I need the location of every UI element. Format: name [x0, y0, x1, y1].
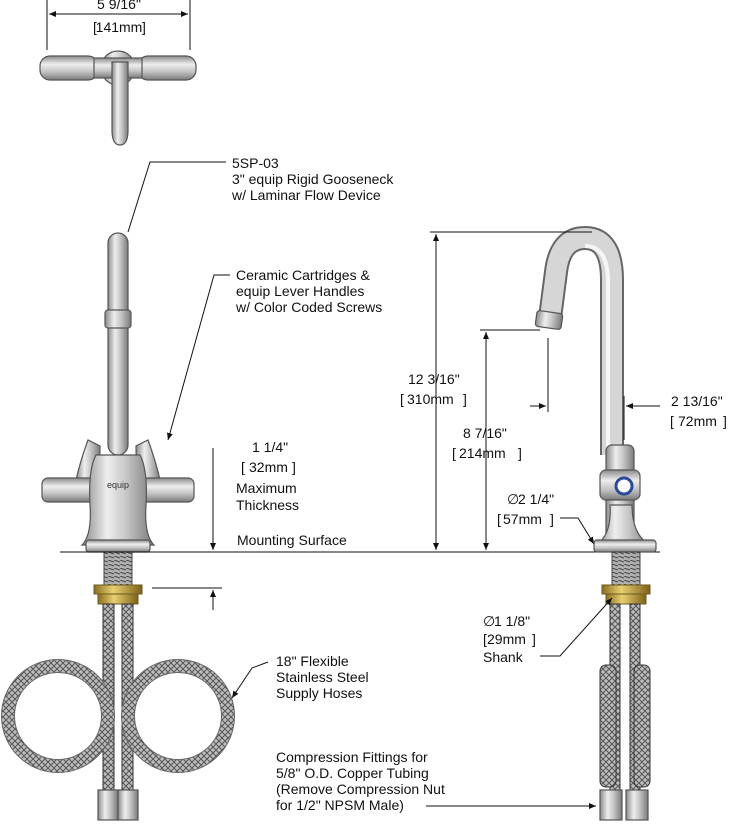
shank-dia-mm-label: 29mm — [487, 631, 526, 647]
thickness-bracket-left: [ — [241, 459, 245, 475]
top-spout — [111, 61, 129, 146]
right-hose-coil-b — [633, 664, 651, 788]
right-annotations: 12 3/16" [ ] 310mm 8 7/16" [ ] 214mm 2 1… — [276, 231, 727, 813]
reach-bracket-right: ] — [723, 413, 727, 429]
shank-dia-bracket-right: ] — [532, 631, 536, 647]
left-fitting-b — [117, 789, 139, 821]
height-in-label: 12 3/16" — [408, 371, 460, 387]
right-brass-washer — [601, 584, 651, 595]
right-gooseneck-highlight — [584, 244, 610, 455]
left-body-logo: equip — [107, 480, 129, 490]
cartridge-leader — [166, 274, 230, 441]
left-brass-washer — [93, 584, 143, 595]
right-color-screw — [614, 476, 634, 496]
fittings-line1-label: Compression Fittings for — [276, 749, 428, 765]
base-dia-symbol: ∅ — [507, 491, 519, 507]
base-dia-leader — [560, 517, 595, 545]
right-brass-nut — [605, 593, 647, 605]
left-faucet: equip — [1, 232, 235, 821]
top-width-mm: 141mm — [96, 19, 143, 35]
left-faucet-body — [80, 454, 156, 546]
base-dia-bracket-right: ] — [550, 511, 554, 527]
hose-line3-label: Supply Hoses — [276, 685, 362, 701]
hose-line1-label: 18" Flexible — [276, 653, 349, 669]
gooseneck-leader — [127, 161, 226, 233]
shank-dia-in-label: 1 1/8" — [494, 613, 530, 629]
thickness-bracket-right: ] — [292, 459, 296, 475]
gooseneck-line1-label: 3" equip Rigid Gooseneck — [232, 171, 394, 187]
right-aerator — [534, 310, 564, 330]
reach-bracket-left: [ — [670, 413, 674, 429]
gooseneck-line2-label: w/ Laminar Flow Device — [231, 187, 381, 203]
reach-mm-label: 72mm — [678, 413, 717, 429]
thickness-mm-label: 32mm — [249, 459, 288, 475]
fittings-line3-label: (Remove Compression Nut — [276, 781, 445, 797]
left-hose-loop-a — [2, 660, 114, 772]
spout-height-mm-label: 214mm — [459, 445, 506, 461]
thickness-line2-label: Thickness — [236, 497, 299, 513]
left-gooseneck-collar — [104, 309, 132, 329]
right-fitting-a — [599, 789, 623, 821]
left-brass-nut — [97, 593, 139, 605]
fittings-line4-label: for 1/2" NPSM Male) — [276, 797, 404, 813]
base-dia-mm-label: 57mm — [503, 511, 542, 527]
thickness-line1-label: Maximum — [236, 480, 297, 496]
fittings-line2-label: 5/8" O.D. Copper Tubing — [276, 765, 429, 781]
top-width-bracket-left: [ — [93, 19, 97, 35]
left-annotations: 5SP-03 3" equip Rigid Gooseneck w/ Lamin… — [127, 155, 394, 701]
right-gooseneck — [540, 227, 622, 455]
spout-height-bracket-left: [ — [452, 445, 456, 461]
top-width-bracket-right: ] — [142, 19, 146, 35]
right-hose-coil-a — [599, 664, 617, 788]
top-right-handle — [137, 55, 197, 81]
height-mm-label: 310mm — [407, 391, 454, 407]
reach-in-label: 2 13/16" — [671, 393, 723, 409]
right-body-taper — [593, 504, 653, 546]
top-width-in: 5 9/16" — [97, 0, 141, 12]
height-bracket-right: ] — [463, 391, 467, 407]
cartridge-line3-label: w/ Color Coded Screws — [235, 299, 382, 315]
shank-dia-bracket-left: [ — [483, 631, 487, 647]
right-fitting-b — [625, 789, 649, 821]
cartridge-line2-label: equip Lever Handles — [236, 283, 364, 299]
top-left-handle — [39, 55, 99, 81]
right-base-flange — [593, 539, 657, 553]
right-faucet — [534, 225, 657, 821]
gooseneck-model-label: 5SP-03 — [232, 155, 279, 171]
shank-label: Shank — [483, 649, 524, 665]
spout-height-bracket-right: ] — [518, 445, 522, 461]
hose-leader — [231, 661, 269, 699]
mounting-surface-label: Mounting Surface — [237, 532, 347, 548]
thickness-in-label: 1 1/4" — [252, 439, 288, 455]
left-gooseneck-tube — [107, 232, 129, 456]
shank-dia-symbol: ∅ — [483, 613, 495, 629]
shank-leader — [540, 597, 613, 657]
left-fitting-a — [97, 789, 119, 821]
spout-height-in-label: 8 7/16" — [463, 425, 507, 441]
base-dia-bracket-left: [ — [497, 511, 501, 527]
hose-line2-label: Stainless Steel — [276, 669, 369, 685]
left-base-flange — [85, 539, 151, 553]
height-bracket-left: [ — [400, 391, 404, 407]
left-hose-loop-b — [122, 660, 234, 772]
cartridge-line1-label: Ceramic Cartridges & — [236, 267, 370, 283]
top-view: 5 9/16" [ ] 141mm — [39, 0, 197, 146]
base-dia-in-label: 2 1/4" — [518, 491, 554, 507]
